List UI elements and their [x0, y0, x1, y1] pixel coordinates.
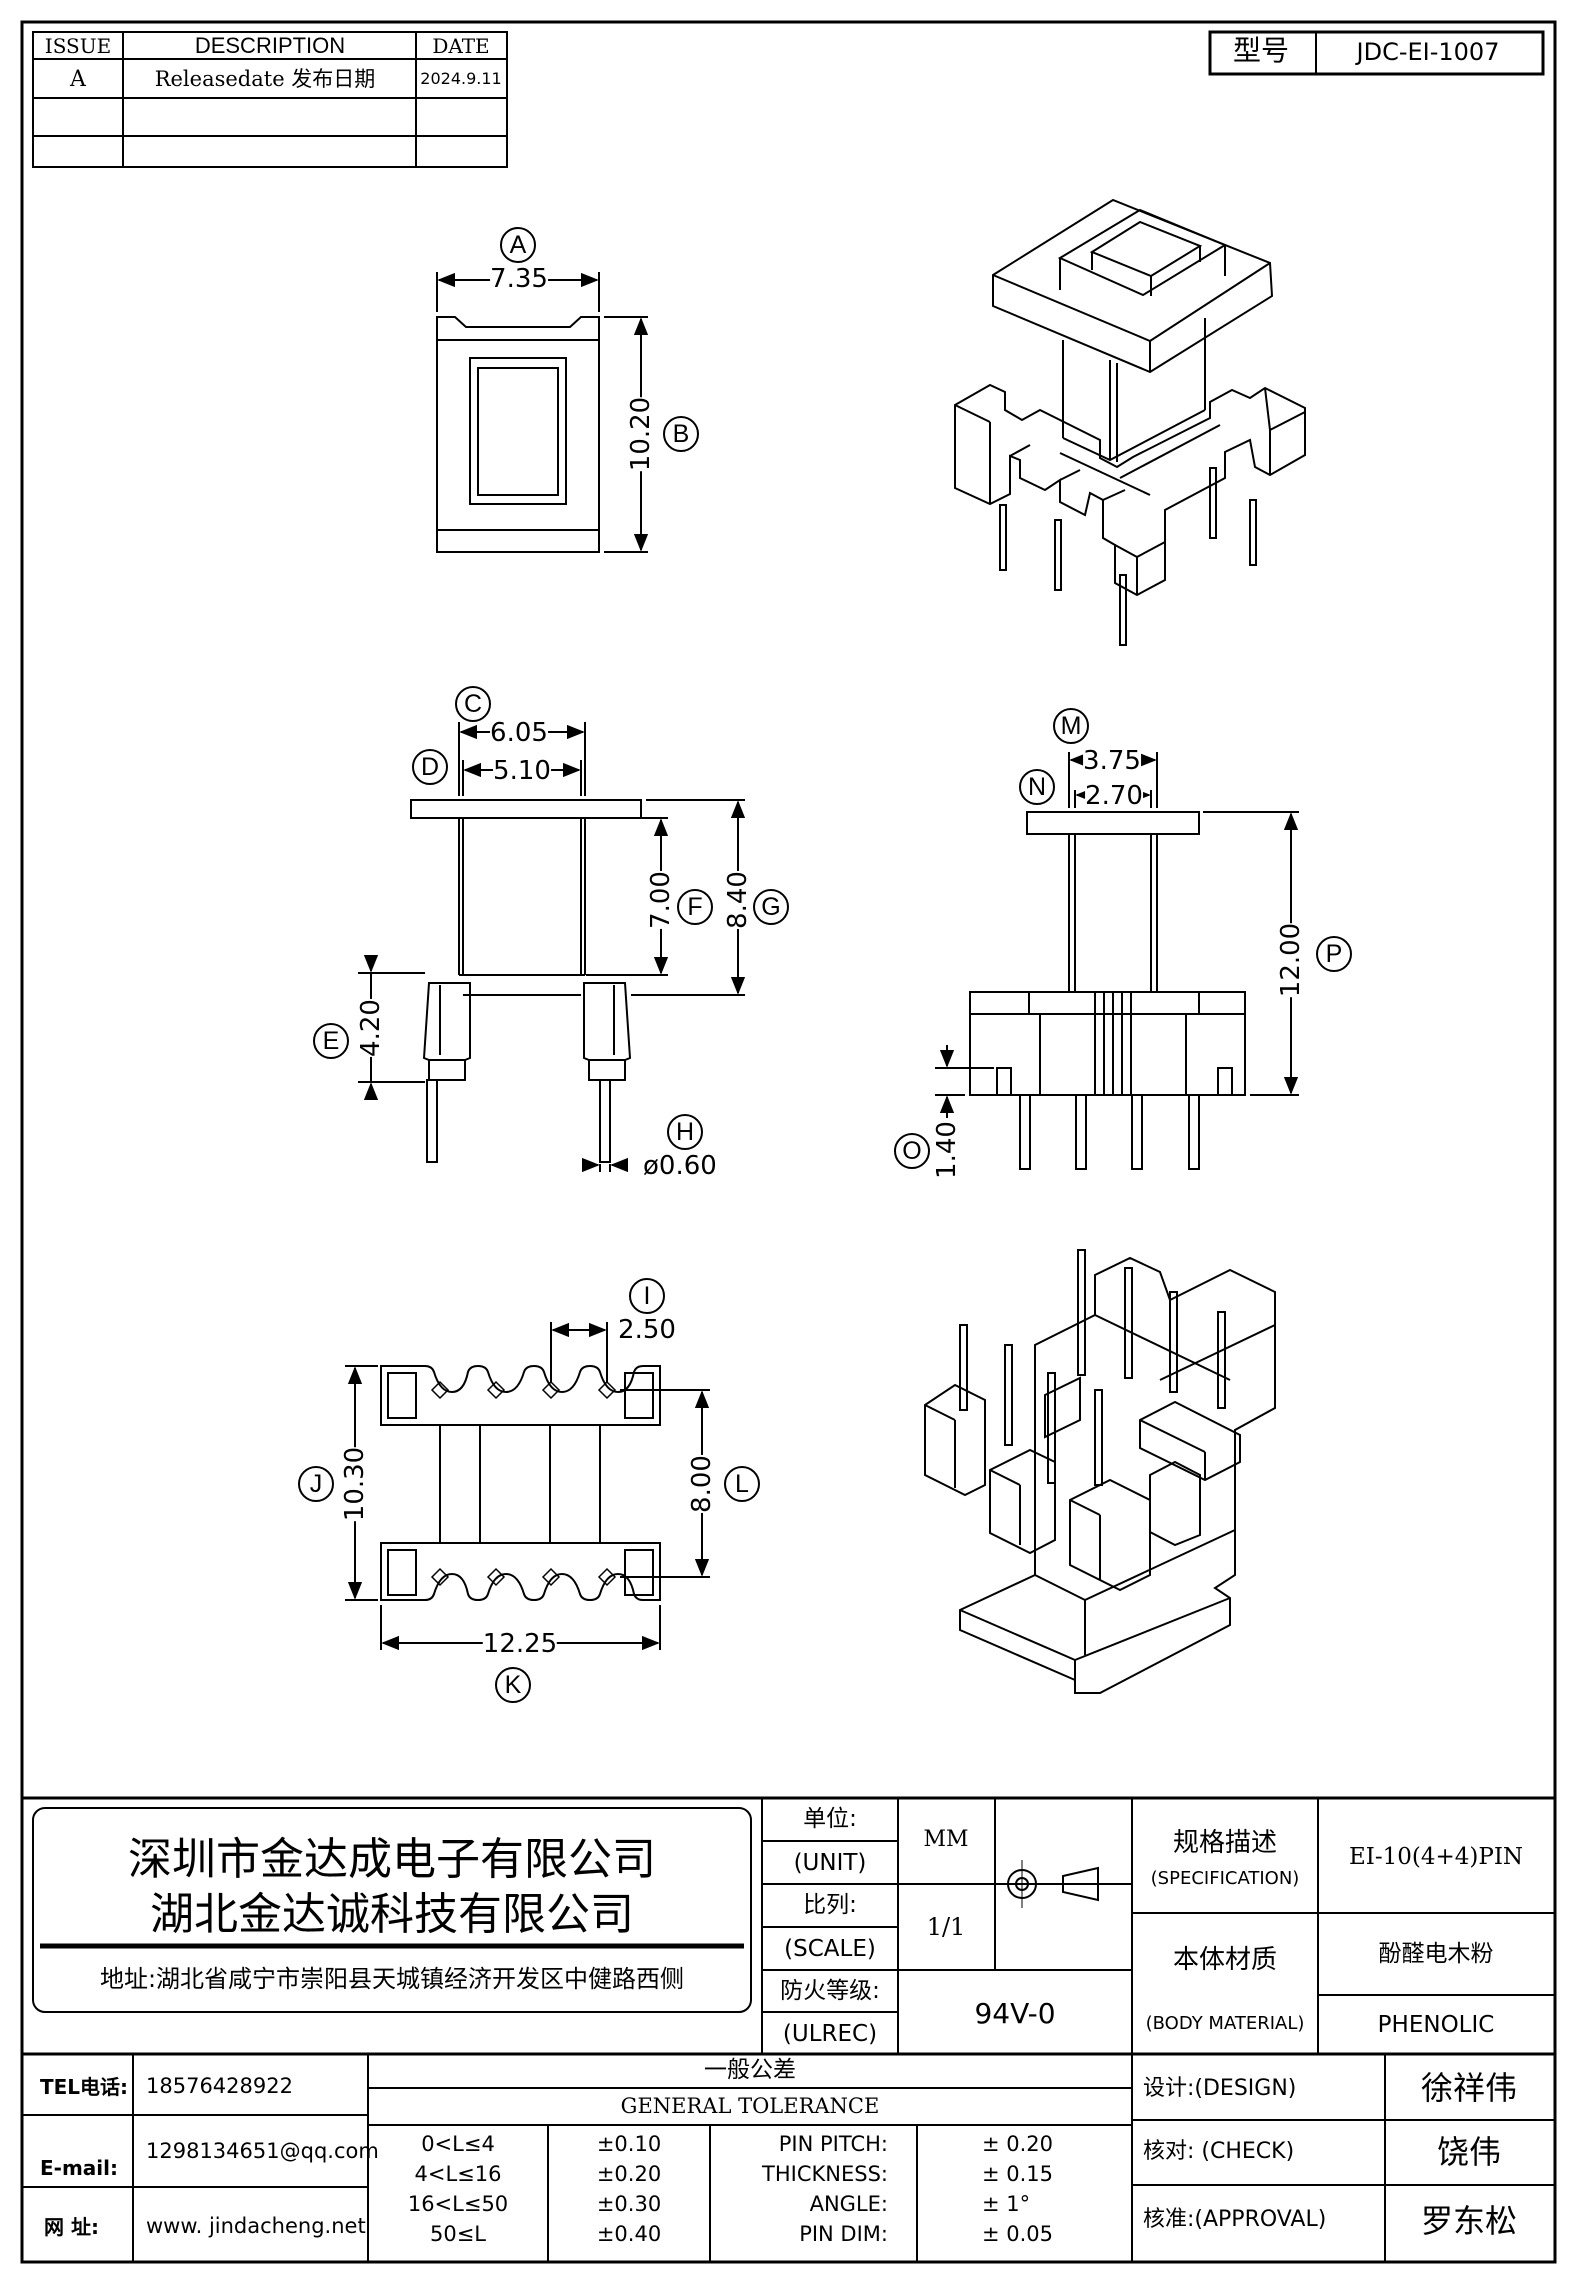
tolerance-range: 0<L≤4: [421, 2132, 495, 2156]
dim-label-f: F: [677, 889, 713, 925]
scale-label: 比列:: [803, 1892, 857, 1918]
website-value[interactable]: www. jindacheng.net: [146, 2214, 366, 2238]
rev-header-description: DESCRIPTION: [194, 33, 346, 58]
tolerance-range: 4<L≤16: [414, 2162, 502, 2186]
tolerance-spec-name: PIN DIM:: [799, 2222, 888, 2246]
tolerance-spec-name: PIN PITCH:: [778, 2132, 888, 2156]
company-address: 地址:湖北省咸宁市崇阳县天城镇经济开发区中健路西侧: [99, 1965, 685, 1993]
material-value-en: PHENOLIC: [1377, 2012, 1495, 2038]
specification-label-en: (SPECIFICATION): [1150, 1868, 1300, 1889]
rev-date: 2024.9.11: [420, 69, 502, 88]
tolerance-spec-name: ANGLE:: [809, 2192, 888, 2216]
dim-i-value: 2.50: [618, 1315, 676, 1345]
rev-header-date: DATE: [432, 34, 490, 58]
dim-label-c: C: [455, 686, 491, 722]
dim-label-m: M: [1053, 708, 1089, 744]
tolerance-spec-value: ± 0.15: [982, 2162, 1054, 2186]
dim-a-value: 7.35: [490, 264, 548, 294]
email-label: E-mail:: [40, 2156, 119, 2180]
dim-label-g: G: [753, 889, 789, 925]
dim-n-value: 2.70: [1085, 781, 1143, 811]
scale-label-en: (SCALE): [784, 1936, 876, 1962]
company-name-2: 湖北金达诚科技有限公司: [150, 1889, 634, 1940]
dim-label-l: L: [724, 1466, 760, 1502]
material-label: 本体材质: [1172, 1945, 1278, 1975]
tolerance-spec-value: ± 1°: [982, 2192, 1031, 2216]
rev-header-issue: ISSUE: [44, 34, 112, 58]
tolerance-value: ±0.10: [596, 2132, 662, 2156]
dim-label-b: B: [663, 416, 699, 452]
dim-k-value: 12.25: [482, 1629, 558, 1659]
tel-value: 18576428922: [146, 2074, 293, 2098]
specification-label: 规格描述: [1172, 1828, 1278, 1858]
tolerance-value: ±0.30: [596, 2192, 662, 2216]
material-label-en: (BODY MATERIAL): [1145, 2013, 1305, 2034]
material-value-cn: 酚醛电木粉: [1378, 1941, 1494, 1967]
dim-label-n: N: [1019, 769, 1055, 805]
dim-label-j: J: [298, 1466, 334, 1502]
tolerance-spec-name: THICKNESS:: [762, 2162, 888, 2186]
dim-p-value: 12.00: [1276, 922, 1306, 998]
email-value[interactable]: 1298134651@qq.com: [146, 2139, 379, 2163]
tolerance-title-cn: 一般公差: [704, 2057, 796, 2083]
dim-l-value: 8.00: [687, 1455, 717, 1513]
dim-f-value: 7.00: [646, 871, 676, 929]
company-name-1: 深圳市金达成电子有限公司: [128, 1834, 656, 1885]
tolerance-spec-value: ± 0.20: [982, 2132, 1054, 2156]
tolerance-spec-value: ± 0.05: [982, 2222, 1054, 2246]
designer-name: 徐祥伟: [1420, 2069, 1518, 2107]
dim-o-value: 1.40: [932, 1121, 962, 1179]
unit-value: MM: [923, 1827, 969, 1852]
tolerance-range: 50≤L: [429, 2222, 487, 2246]
dim-m-value: 3.75: [1083, 746, 1141, 776]
dim-label-a: A: [500, 227, 536, 263]
scale-value: 1/1: [926, 1913, 966, 1941]
approver-name: 罗东松: [1420, 2202, 1518, 2240]
specification-value: EI-10(4+4)PIN: [1348, 1844, 1524, 1870]
dim-label-o: O: [894, 1133, 930, 1169]
tolerance-title-en: GENERAL TOLERANCE: [620, 2094, 880, 2118]
rev-description: Releasedate 发布日期: [154, 67, 376, 91]
ulrec-label: 防火等级:: [780, 1978, 880, 2004]
dim-label-h: H: [667, 1114, 703, 1150]
approval-label: 核准:(APPROVAL): [1143, 2207, 1327, 2232]
dim-label-k: K: [495, 1667, 531, 1703]
dim-h-value: ø0.60: [643, 1151, 717, 1181]
tolerance-value: ±0.40: [596, 2222, 662, 2246]
tolerance-range: 16<L≤50: [407, 2192, 509, 2216]
unit-label: 单位:: [803, 1806, 857, 1832]
dim-j-value: 10.30: [340, 1446, 370, 1522]
dim-label-i: I: [629, 1278, 665, 1314]
tolerance-value: ±0.20: [596, 2162, 662, 2186]
dim-label-e: E: [313, 1023, 349, 1059]
dim-d-value: 5.10: [493, 756, 551, 786]
dim-label-p: P: [1316, 936, 1352, 972]
website-label: 网 址:: [44, 2215, 99, 2239]
model-label: 型号: [1232, 34, 1290, 67]
check-label: 核对: (CHECK): [1143, 2139, 1295, 2164]
design-label: 设计:(DESIGN): [1143, 2076, 1297, 2101]
rev-issue: A: [70, 67, 86, 92]
tel-label: TEL电话:: [40, 2075, 129, 2099]
ulrec-value: 94V-0: [974, 1997, 1056, 2030]
ulrec-label-en: (ULREC): [782, 2021, 878, 2047]
dim-label-d: D: [412, 749, 448, 785]
dim-c-value: 6.05: [490, 718, 548, 748]
unit-label-en: (UNIT): [793, 1850, 867, 1876]
checker-name: 饶伟: [1436, 2133, 1502, 2171]
dim-e-value: 4.20: [356, 999, 386, 1057]
model-number: JDC-EI-1007: [1356, 38, 1500, 66]
dim-g-value: 8.40: [723, 871, 753, 929]
dim-b-value: 10.20: [626, 396, 656, 472]
